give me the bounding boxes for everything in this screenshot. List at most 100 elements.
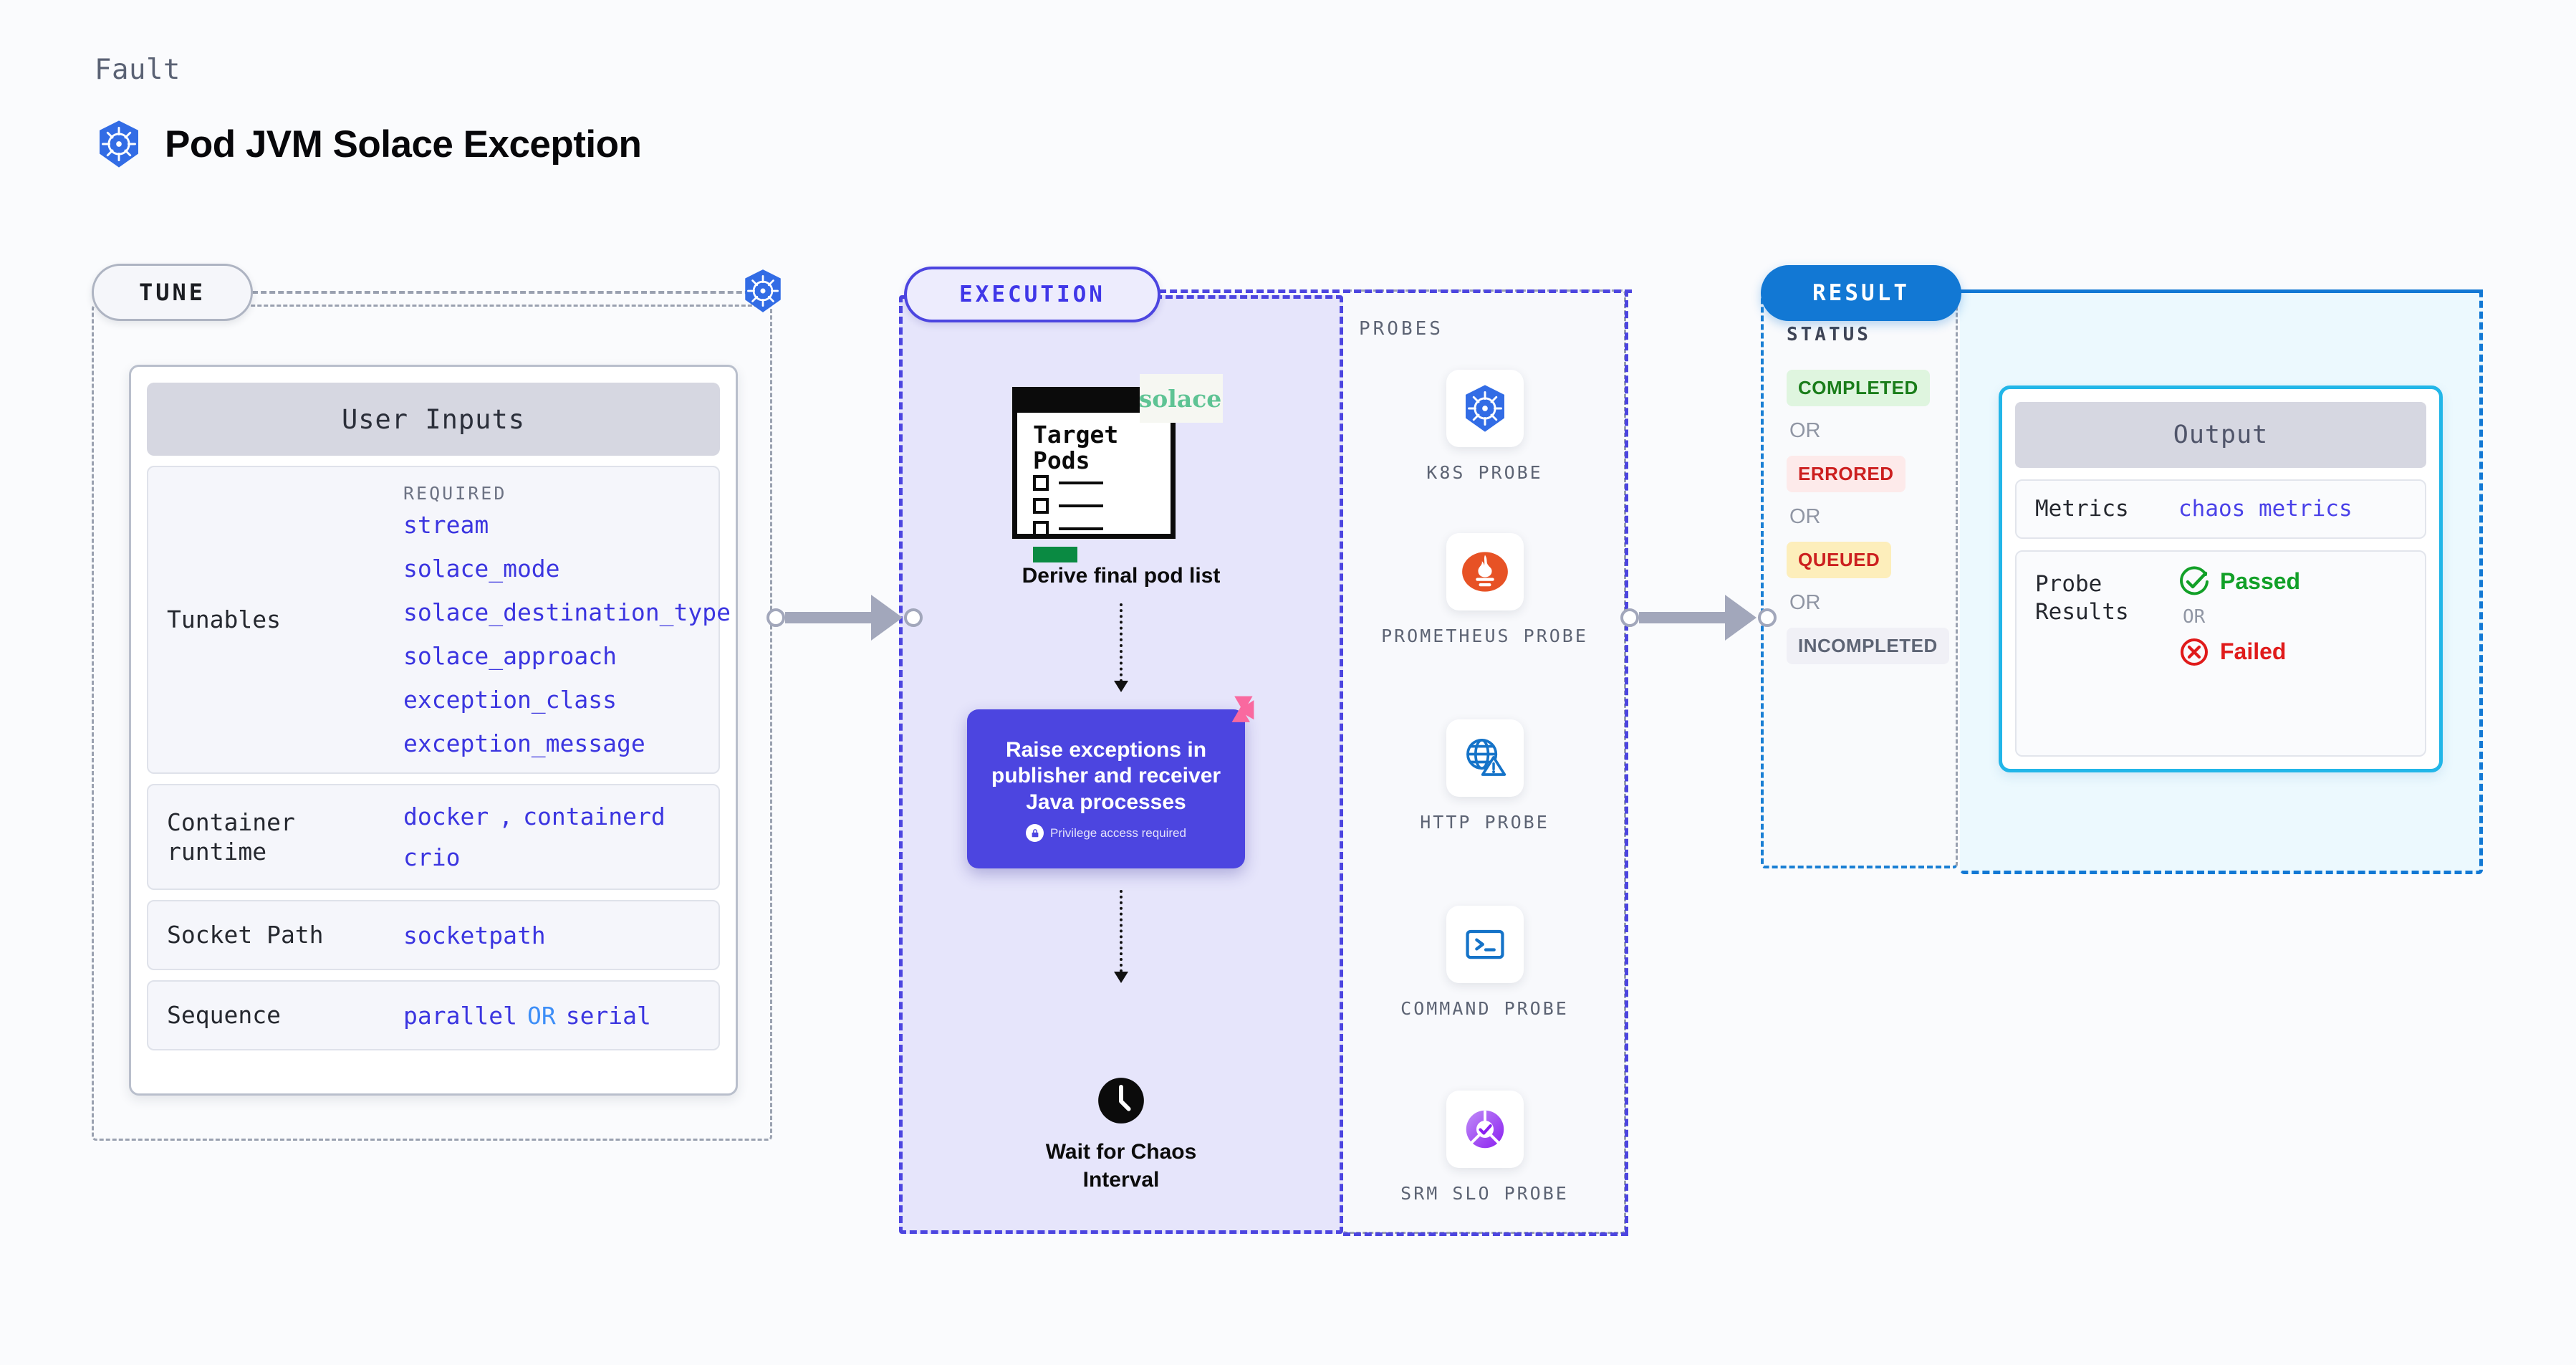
probe-tile [1446,370,1524,447]
connector-start-dot [1620,608,1639,627]
kubernetes-icon [100,120,138,168]
connector-start-dot [766,608,785,627]
probe-result-or-label: OR [2183,605,2206,628]
runtime-value[interactable]: containerd [523,803,665,830]
metrics-value[interactable]: chaos metrics [2178,496,2352,522]
probe-tile [1446,1091,1524,1168]
arrow-right-icon [871,595,903,641]
runtime-separator: , [499,803,514,830]
wait-for-chaos-step: Wait for Chaos Interval [899,1076,1343,1194]
user-inputs-card: User Inputs Tunables REQUIRED stream sol… [129,365,738,1096]
metrics-label: Metrics [2035,496,2129,522]
execution-stage-pill[interactable]: EXECUTION [904,267,1160,322]
prometheus-icon [1461,552,1508,592]
tunable-value[interactable]: solace_mode [403,554,560,583]
http-globe-warning-icon [1466,738,1506,776]
output-title: Output [2015,402,2426,468]
socket-path-value[interactable]: socketpath [403,921,546,949]
target-pods-heading: Target Pods [1033,421,1118,475]
tune-panel-border [92,305,772,1141]
probes-panel-right-edge [1625,289,1628,1234]
status-list: COMPLETED OR ERRORED OR QUEUED OR INCOMP… [1787,370,1949,664]
status-or-label: OR [1789,591,1821,614]
flow-arrow-line [1120,890,1123,972]
sequence-value-serial[interactable]: serial [565,1001,651,1030]
litmus-icon [1231,696,1254,722]
page-header: Pod JVM Solace Exception [93,118,642,170]
target-pods-graphic: Target Pods solace [1012,374,1227,562]
page-title: Pod JVM Solace Exception [165,123,642,166]
execution-action-card[interactable]: Raise exceptions in publisher and receiv… [967,696,1254,868]
step-derive-pod-list-caption: Derive final pod list [1022,564,1221,588]
runtime-value[interactable]: docker [403,803,489,830]
connector-end-dot [1758,608,1777,627]
target-pods-document: Target Pods [1012,387,1176,562]
probe-label: PROMETHEUS PROBE [1381,626,1588,646]
probe-item-http[interactable]: HTTP PROBE [1343,719,1626,835]
result-stage-pill[interactable]: RESULT [1761,265,1961,321]
document-green-bar [1033,547,1077,562]
probe-tile [1446,719,1524,797]
clock-icon [1098,1078,1144,1124]
tunable-value[interactable]: exception_class [403,685,617,714]
probe-tile [1446,533,1524,610]
wait-caption: Wait for Chaos Interval [899,1138,1343,1194]
terminal-icon [1465,929,1504,959]
tunable-value[interactable]: exception_message [403,729,645,757]
runtime-value[interactable]: crio [403,843,461,871]
connector-line [785,612,873,623]
probe-results-row: Probe Results Passed OR [2015,550,2426,757]
output-panel: Output Metrics chaos metrics Probe Resul… [1960,289,2483,874]
tune-panel: User Inputs Tunables REQUIRED stream sol… [92,305,772,1141]
check-circle-icon [2180,566,2209,595]
connector-line [1639,612,1726,623]
arrow-down-icon [1114,972,1128,983]
checkbox-icon [1033,521,1049,537]
probe-item-srm-slo[interactable]: SRM SLO PROBE [1343,1091,1626,1207]
list-rule [1059,504,1103,507]
sequence-or-keyword: OR [527,1001,556,1030]
result-panel: STATUS COMPLETED OR ERRORED OR QUEUED OR… [1761,295,1958,868]
result-connector-line [1960,289,2483,293]
probe-item-k8s[interactable]: K8S PROBE [1343,370,1626,486]
solace-logo: solace [1139,374,1223,423]
sequence-value-parallel[interactable]: parallel [403,1001,517,1030]
kubernetes-icon [1465,385,1504,432]
probe-label: K8S PROBE [1426,462,1543,483]
connector-tune-to-execution [766,595,923,641]
status-badge-incompleted: INCOMPLETED [1787,628,1949,664]
tunable-value[interactable]: stream [403,510,489,539]
checkbox-icon [1033,498,1049,514]
probe-item-command[interactable]: COMMAND PROBE [1343,906,1626,1022]
probe-result-passed-label: Passed [2220,568,2301,595]
tune-stage-pill[interactable]: TUNE [92,264,253,321]
status-title: STATUS [1787,324,1871,345]
tunable-value[interactable]: solace_approach [403,641,617,670]
status-or-label: OR [1789,505,1821,528]
status-or-label: OR [1789,419,1821,442]
probe-label: HTTP PROBE [1420,812,1549,833]
arrow-down-icon [1114,681,1128,692]
probe-result-failed-label: Failed [2220,638,2287,665]
srm-slo-icon [1466,1110,1504,1149]
target-pods-heading-line2: Pods [1033,446,1090,475]
sequence-row: Sequence parallel OR serial [147,980,720,1050]
wait-caption-line1: Wait for Chaos [1045,1140,1197,1164]
tunable-value[interactable]: solace_destination_type [403,598,731,626]
execution-action-text: Raise exceptions in publisher and receiv… [991,737,1221,814]
checkbox-icon [1033,475,1049,491]
output-card: Output Metrics chaos metrics Probe Resul… [1999,385,2443,772]
page-eyebrow: Fault [95,54,181,86]
connector-end-dot [904,608,923,627]
socket-path-label: Socket Path [167,921,324,949]
required-label: REQUIRED [403,482,507,504]
arrow-right-icon [1725,595,1756,641]
list-rule [1059,527,1103,530]
probe-label: COMMAND PROBE [1400,998,1569,1019]
probe-result-passed: Passed [2178,566,2300,598]
document-list-item [1033,498,1103,514]
probe-item-prometheus[interactable]: PROMETHEUS PROBE [1343,533,1626,649]
privilege-note-text: Privilege access required [1050,825,1186,840]
flow-arrow-line [1120,603,1123,682]
probe-results-label-text: Probe Results [2035,570,2129,625]
